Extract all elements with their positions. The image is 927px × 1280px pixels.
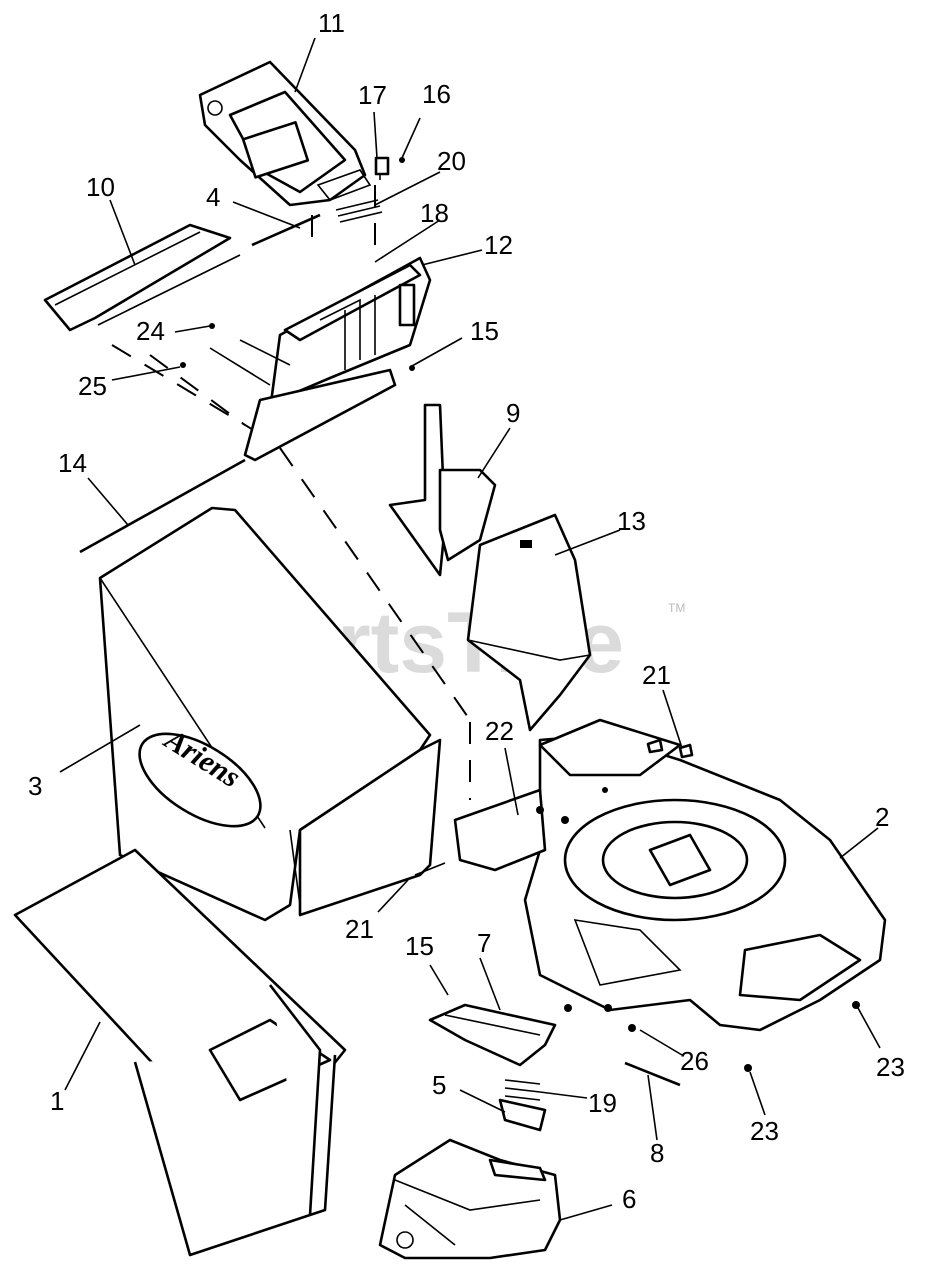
part-9-chute-deflector <box>388 403 497 577</box>
callout-8: 8 <box>650 1138 664 1168</box>
part-3-grass-bag: Ariens <box>98 506 442 922</box>
callout-15-top: 15 <box>470 316 499 346</box>
callout-18: 18 <box>420 198 449 228</box>
callout-23-bottom: 23 <box>750 1116 779 1146</box>
part-hardware-screws <box>180 323 415 386</box>
callout-23-right: 23 <box>876 1052 905 1082</box>
leader-lines <box>59 37 881 1221</box>
callout-5: 5 <box>432 1070 446 1100</box>
part-14-long-rod <box>79 458 246 554</box>
part-4-rod <box>251 213 321 247</box>
callout-14: 14 <box>58 448 87 478</box>
callout-12: 12 <box>484 230 513 260</box>
part-2-mower-deck <box>453 718 887 1032</box>
callout-9: 9 <box>506 398 520 428</box>
callout-13: 13 <box>617 506 646 536</box>
callout-1: 1 <box>50 1086 64 1116</box>
callout-numbers: 11 17 16 20 10 4 18 12 24 15 25 9 14 13 … <box>28 8 905 1214</box>
part-16-screw <box>399 157 405 163</box>
watermark-tm: TM <box>668 601 685 615</box>
callout-26: 26 <box>680 1046 709 1076</box>
callout-24: 24 <box>136 316 165 346</box>
callout-2: 2 <box>875 802 889 832</box>
callout-17: 17 <box>358 80 387 110</box>
assembly-dash-lines <box>111 185 471 800</box>
part-8-rod <box>624 1061 681 1087</box>
callout-6: 6 <box>622 1184 636 1214</box>
part-1-bag-frame <box>13 848 347 1257</box>
part-hardware-deck <box>414 738 860 1072</box>
callout-21-bottom: 21 <box>345 914 374 944</box>
callout-4: 4 <box>206 182 220 212</box>
brand-logo-oval <box>138 732 262 828</box>
part-11-door-flap <box>198 60 372 207</box>
part-19-spring <box>504 1079 541 1101</box>
part-20-spring <box>335 199 383 223</box>
callout-21-top: 21 <box>642 660 671 690</box>
callout-10: 10 <box>86 172 115 202</box>
part-6-discharge-plug <box>378 1138 562 1260</box>
callout-25: 25 <box>78 371 107 401</box>
part-10-flat-plate <box>43 223 241 332</box>
part-13-chute <box>466 513 592 732</box>
callout-3: 3 <box>28 771 42 801</box>
callout-19: 19 <box>588 1088 617 1118</box>
part-12-frame-bracket <box>243 256 432 462</box>
callout-15-bottom: 15 <box>405 931 434 961</box>
callout-7: 7 <box>477 928 491 958</box>
part-7-rear-flap <box>428 1003 557 1067</box>
callout-20: 20 <box>437 146 466 176</box>
part-17-knob <box>374 156 390 180</box>
callout-11: 11 <box>318 8 345 38</box>
callout-16: 16 <box>422 79 451 109</box>
part-5-bracket <box>498 1098 547 1132</box>
callout-22: 22 <box>485 716 514 746</box>
